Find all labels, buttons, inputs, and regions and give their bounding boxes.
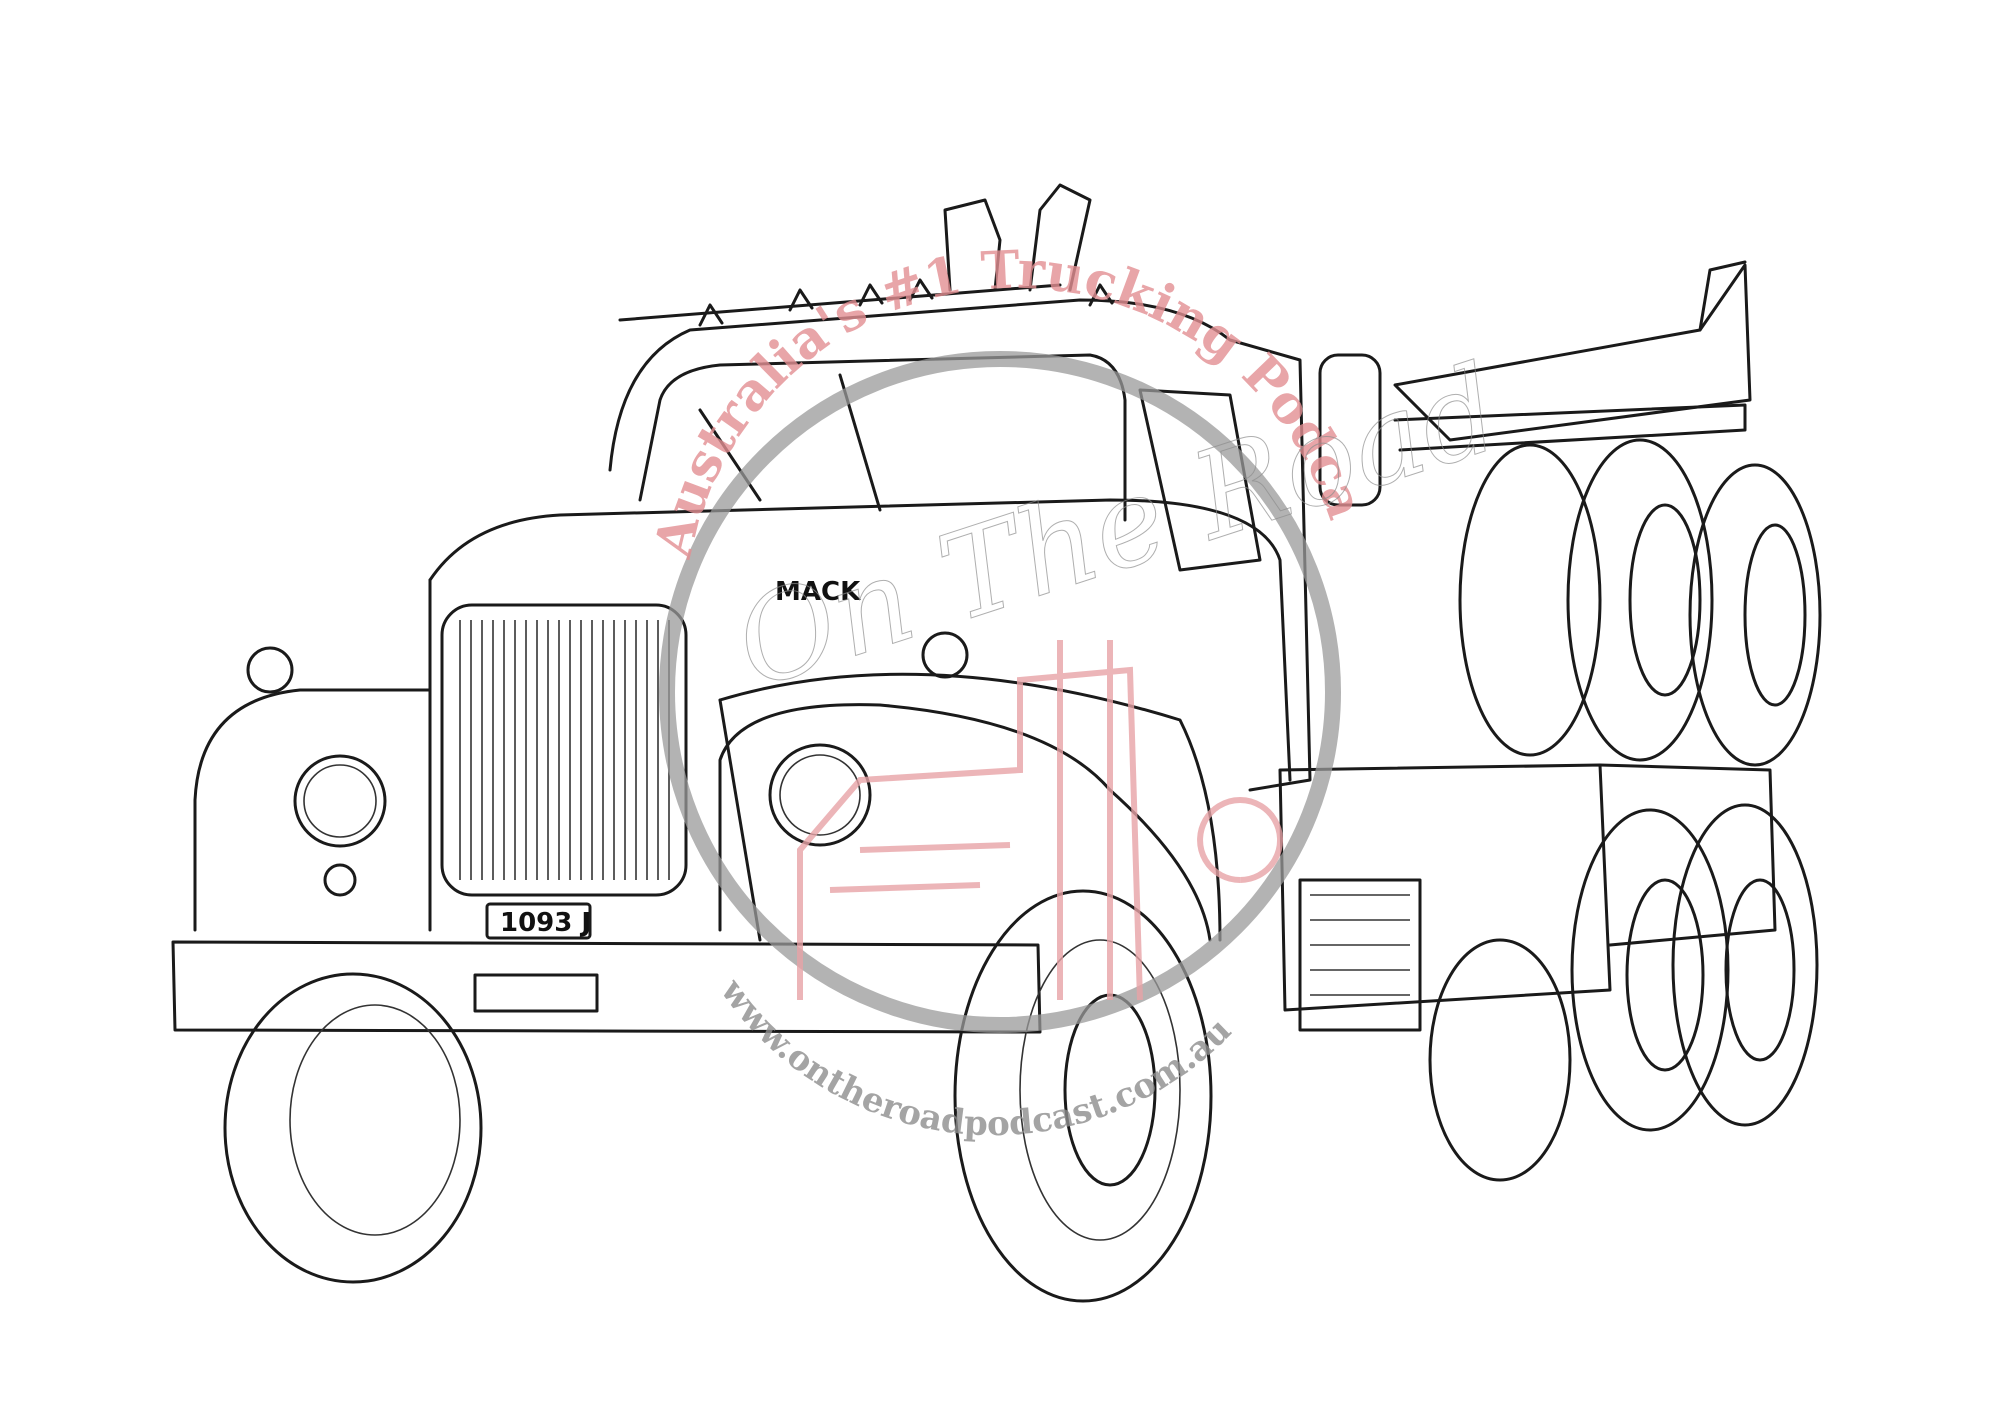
front-tire-left [223,972,483,1284]
watermark-truck-icon [797,640,1284,1001]
license-plate: 1093 J [485,902,592,940]
headlight-left [293,754,387,897]
rear-deck [1393,260,1752,452]
watermark-url: www.ontheroadpodcast.com.au [712,971,1239,1144]
grille [440,603,688,897]
fenders [193,646,1212,942]
watermark: Australia's #1 Trucking Podcast On The R… [0,0,1516,1144]
hood-badge: MACK [775,577,861,607]
marker-lights [698,278,1114,327]
bumper [171,940,1042,1034]
rear-lower-tires [1428,803,1819,1182]
chassis [1278,763,1777,1032]
license-plate-text: 1093 J [500,908,591,938]
headlight-right [768,743,872,847]
grille-bars [459,620,670,880]
exhaust-stacks [943,183,1092,292]
front-tire-right [953,889,1213,1303]
rear-upper-tires [1458,438,1822,767]
